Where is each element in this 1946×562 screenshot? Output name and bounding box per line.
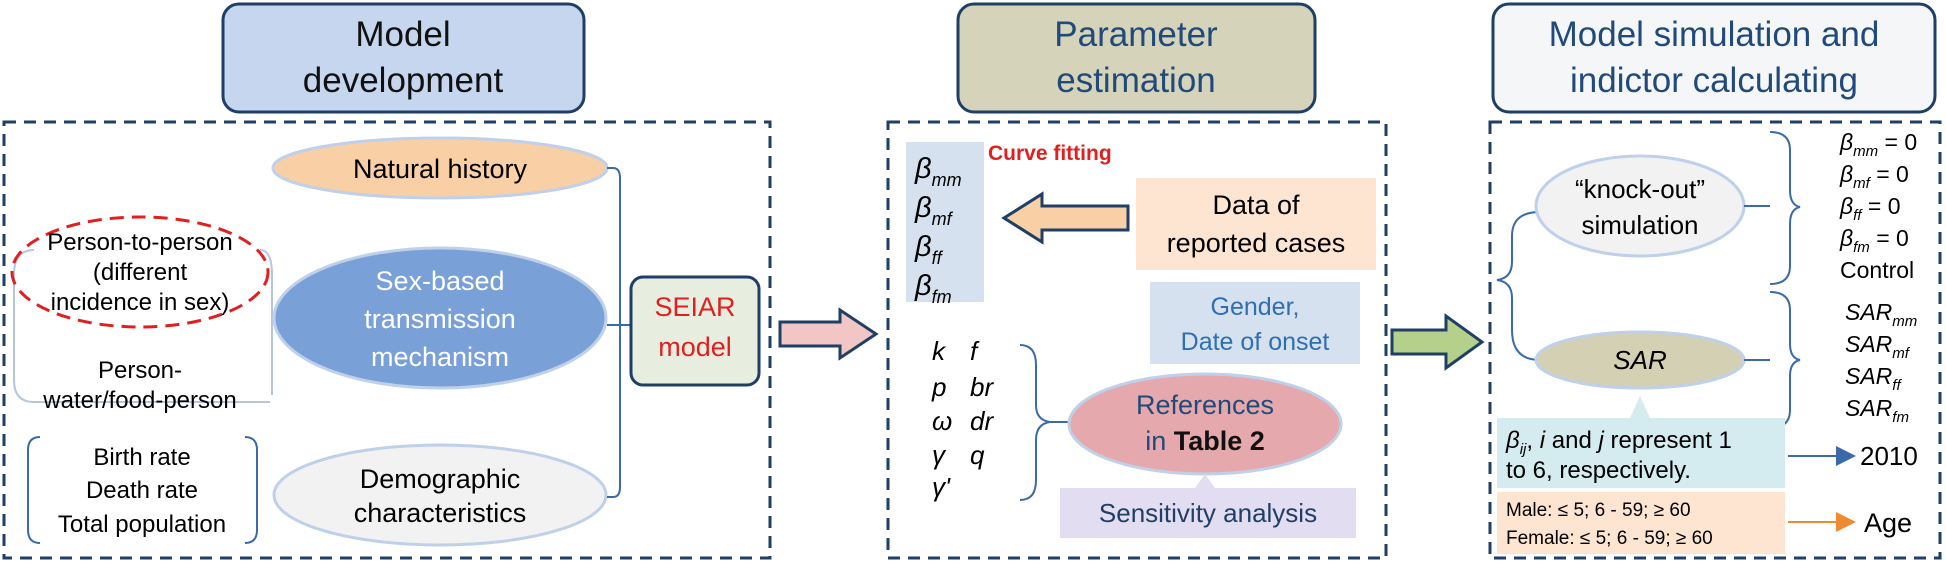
beta-mf: βmf <box>914 192 954 229</box>
natural-history-label: Natural history <box>353 154 528 184</box>
transmission-route-bracket <box>13 249 273 403</box>
demographic-death-rate: Death rate <box>86 477 198 504</box>
knockout-beta-mf: βmf = 0 <box>1839 161 1909 192</box>
seiar-line1: SEIAR <box>654 292 735 322</box>
stage-header-model-development: Model development <box>221 2 586 114</box>
beta-parameters-box <box>906 142 984 302</box>
beta-ij-line1: βij, i and j represent 1 <box>1505 427 1732 458</box>
age-group-female: Female: ≤ 5; 6 - 59; ≥ 60 <box>1506 528 1713 549</box>
person-to-person-highlight <box>10 215 270 329</box>
seiar-model-box <box>629 275 761 387</box>
gender-onset-box <box>1150 282 1360 364</box>
sensitivity-box <box>1060 488 1356 538</box>
sar-brace <box>1744 291 1801 429</box>
curve-fitting-label: Curve fitting <box>988 142 1112 165</box>
sensitivity-label: Sensitivity analysis <box>1099 498 1317 528</box>
knockout-control: Control <box>1840 257 1914 283</box>
knockout-node <box>1534 154 1746 258</box>
curve-fitting-arrow <box>1001 191 1130 245</box>
person-to-person-line1: Person-to-person <box>47 229 232 256</box>
stage-title-line2: estimation <box>1056 61 1216 100</box>
seiar-line2: model <box>658 332 732 362</box>
knockout-beta-fm: βfm = 0 <box>1839 225 1909 256</box>
demographic-left-bracket <box>27 436 41 544</box>
person-to-person-line2: (different <box>93 259 188 286</box>
sensitivity-pointer <box>1195 474 1215 488</box>
year-label: 2010 <box>1860 441 1918 471</box>
stage-arrow-1 <box>778 307 879 361</box>
param-gamma-prime: γ' <box>932 472 951 502</box>
gender-line: Gender, <box>1211 293 1300 321</box>
param-omega: ω <box>932 406 952 436</box>
parameter-brace <box>1019 344 1070 501</box>
panel-simulation <box>1488 120 1942 560</box>
panel-parameter-estimation <box>886 120 1388 560</box>
date-of-onset-line: Date of onset <box>1181 328 1330 356</box>
beta-mm: βmm <box>914 153 962 190</box>
param-q: q <box>970 440 985 470</box>
sex-based-line1: Sex-based <box>375 266 504 296</box>
stage-title-line1: Parameter <box>1054 15 1218 54</box>
sar-fm: SARfm <box>1845 395 1909 426</box>
param-p: p <box>931 372 946 402</box>
age-label: Age <box>1864 508 1912 538</box>
stage-header-parameter-estimation: Parameter estimation <box>956 2 1317 114</box>
age-groups-box <box>1497 492 1785 554</box>
sar-label: SAR <box>1613 345 1666 375</box>
data-reported-box <box>1136 178 1376 270</box>
beta-ij-pointer <box>1630 396 1650 418</box>
stage-title-line2: indictor calculating <box>1570 61 1858 100</box>
beta-ff: βff <box>914 231 944 268</box>
demographic-birth-rate: Birth rate <box>93 444 190 471</box>
knockout-line1: “knock-out” <box>1575 174 1705 204</box>
demographic-total-population: Total population <box>58 511 226 538</box>
stage-title-line1: Model simulation and <box>1549 15 1880 54</box>
stage-arrow-2 <box>1390 313 1485 371</box>
person-water-line1: Person- <box>98 357 182 384</box>
beta-ij-box <box>1497 418 1785 488</box>
beta-ij-line2: to 6, respectively. <box>1506 457 1691 484</box>
sar-mf: SARmf <box>1845 331 1911 362</box>
simulation-brace <box>1496 211 1541 361</box>
stage-header-simulation: Model simulation and indictor calculatin… <box>1491 2 1937 114</box>
references-node <box>1067 372 1343 476</box>
knockout-beta-ff: βff = 0 <box>1839 193 1901 224</box>
param-gamma: γ <box>932 440 947 470</box>
references-line2: in Table 2 <box>1145 426 1265 456</box>
param-dr: dr <box>970 406 994 436</box>
data-reported-line2: reported cases <box>1167 228 1346 258</box>
sex-based-line2: transmission <box>364 304 516 334</box>
sar-items: SARmm SARmf SARff SARfm <box>1845 299 1917 426</box>
sex-based-node <box>272 246 608 390</box>
knockout-items: βmm = 0 βmf = 0 βff = 0 βfm = 0 Control <box>1839 129 1917 283</box>
demographic-right-bracket <box>244 436 258 544</box>
sar-ff: SARff <box>1845 363 1902 394</box>
param-k: k <box>932 336 947 366</box>
knockout-beta-mm: βmm = 0 <box>1839 129 1917 160</box>
param-br: br <box>970 372 994 402</box>
knockout-line2: simulation <box>1581 210 1698 240</box>
data-reported-line1: Data of <box>1212 190 1300 220</box>
demographic-line2: characteristics <box>354 498 527 528</box>
stage-title-line2: development <box>303 61 504 100</box>
param-f: f <box>970 336 980 366</box>
sex-based-line3: mechanism <box>371 342 509 372</box>
panel-model-development <box>2 120 772 560</box>
beta-parameter-list: βmm βmf βff βfm <box>914 153 962 307</box>
parameter-list: k p ω γ γ' f br dr q <box>931 336 994 502</box>
age-group-male: Male: ≤ 5; 6 - 59; ≥ 60 <box>1506 500 1691 521</box>
stage-title-line1: Model <box>355 15 450 54</box>
person-water-line2: water/food-person <box>42 387 236 414</box>
person-to-person-line3: incidence in sex) <box>51 289 230 316</box>
sar-mm: SARmm <box>1845 299 1917 330</box>
demographic-line1: Demographic <box>360 464 521 494</box>
references-line1: References <box>1136 390 1274 420</box>
demographic-node <box>272 443 608 547</box>
knockout-brace <box>1744 131 1801 285</box>
beta-fm: βfm <box>914 270 952 307</box>
